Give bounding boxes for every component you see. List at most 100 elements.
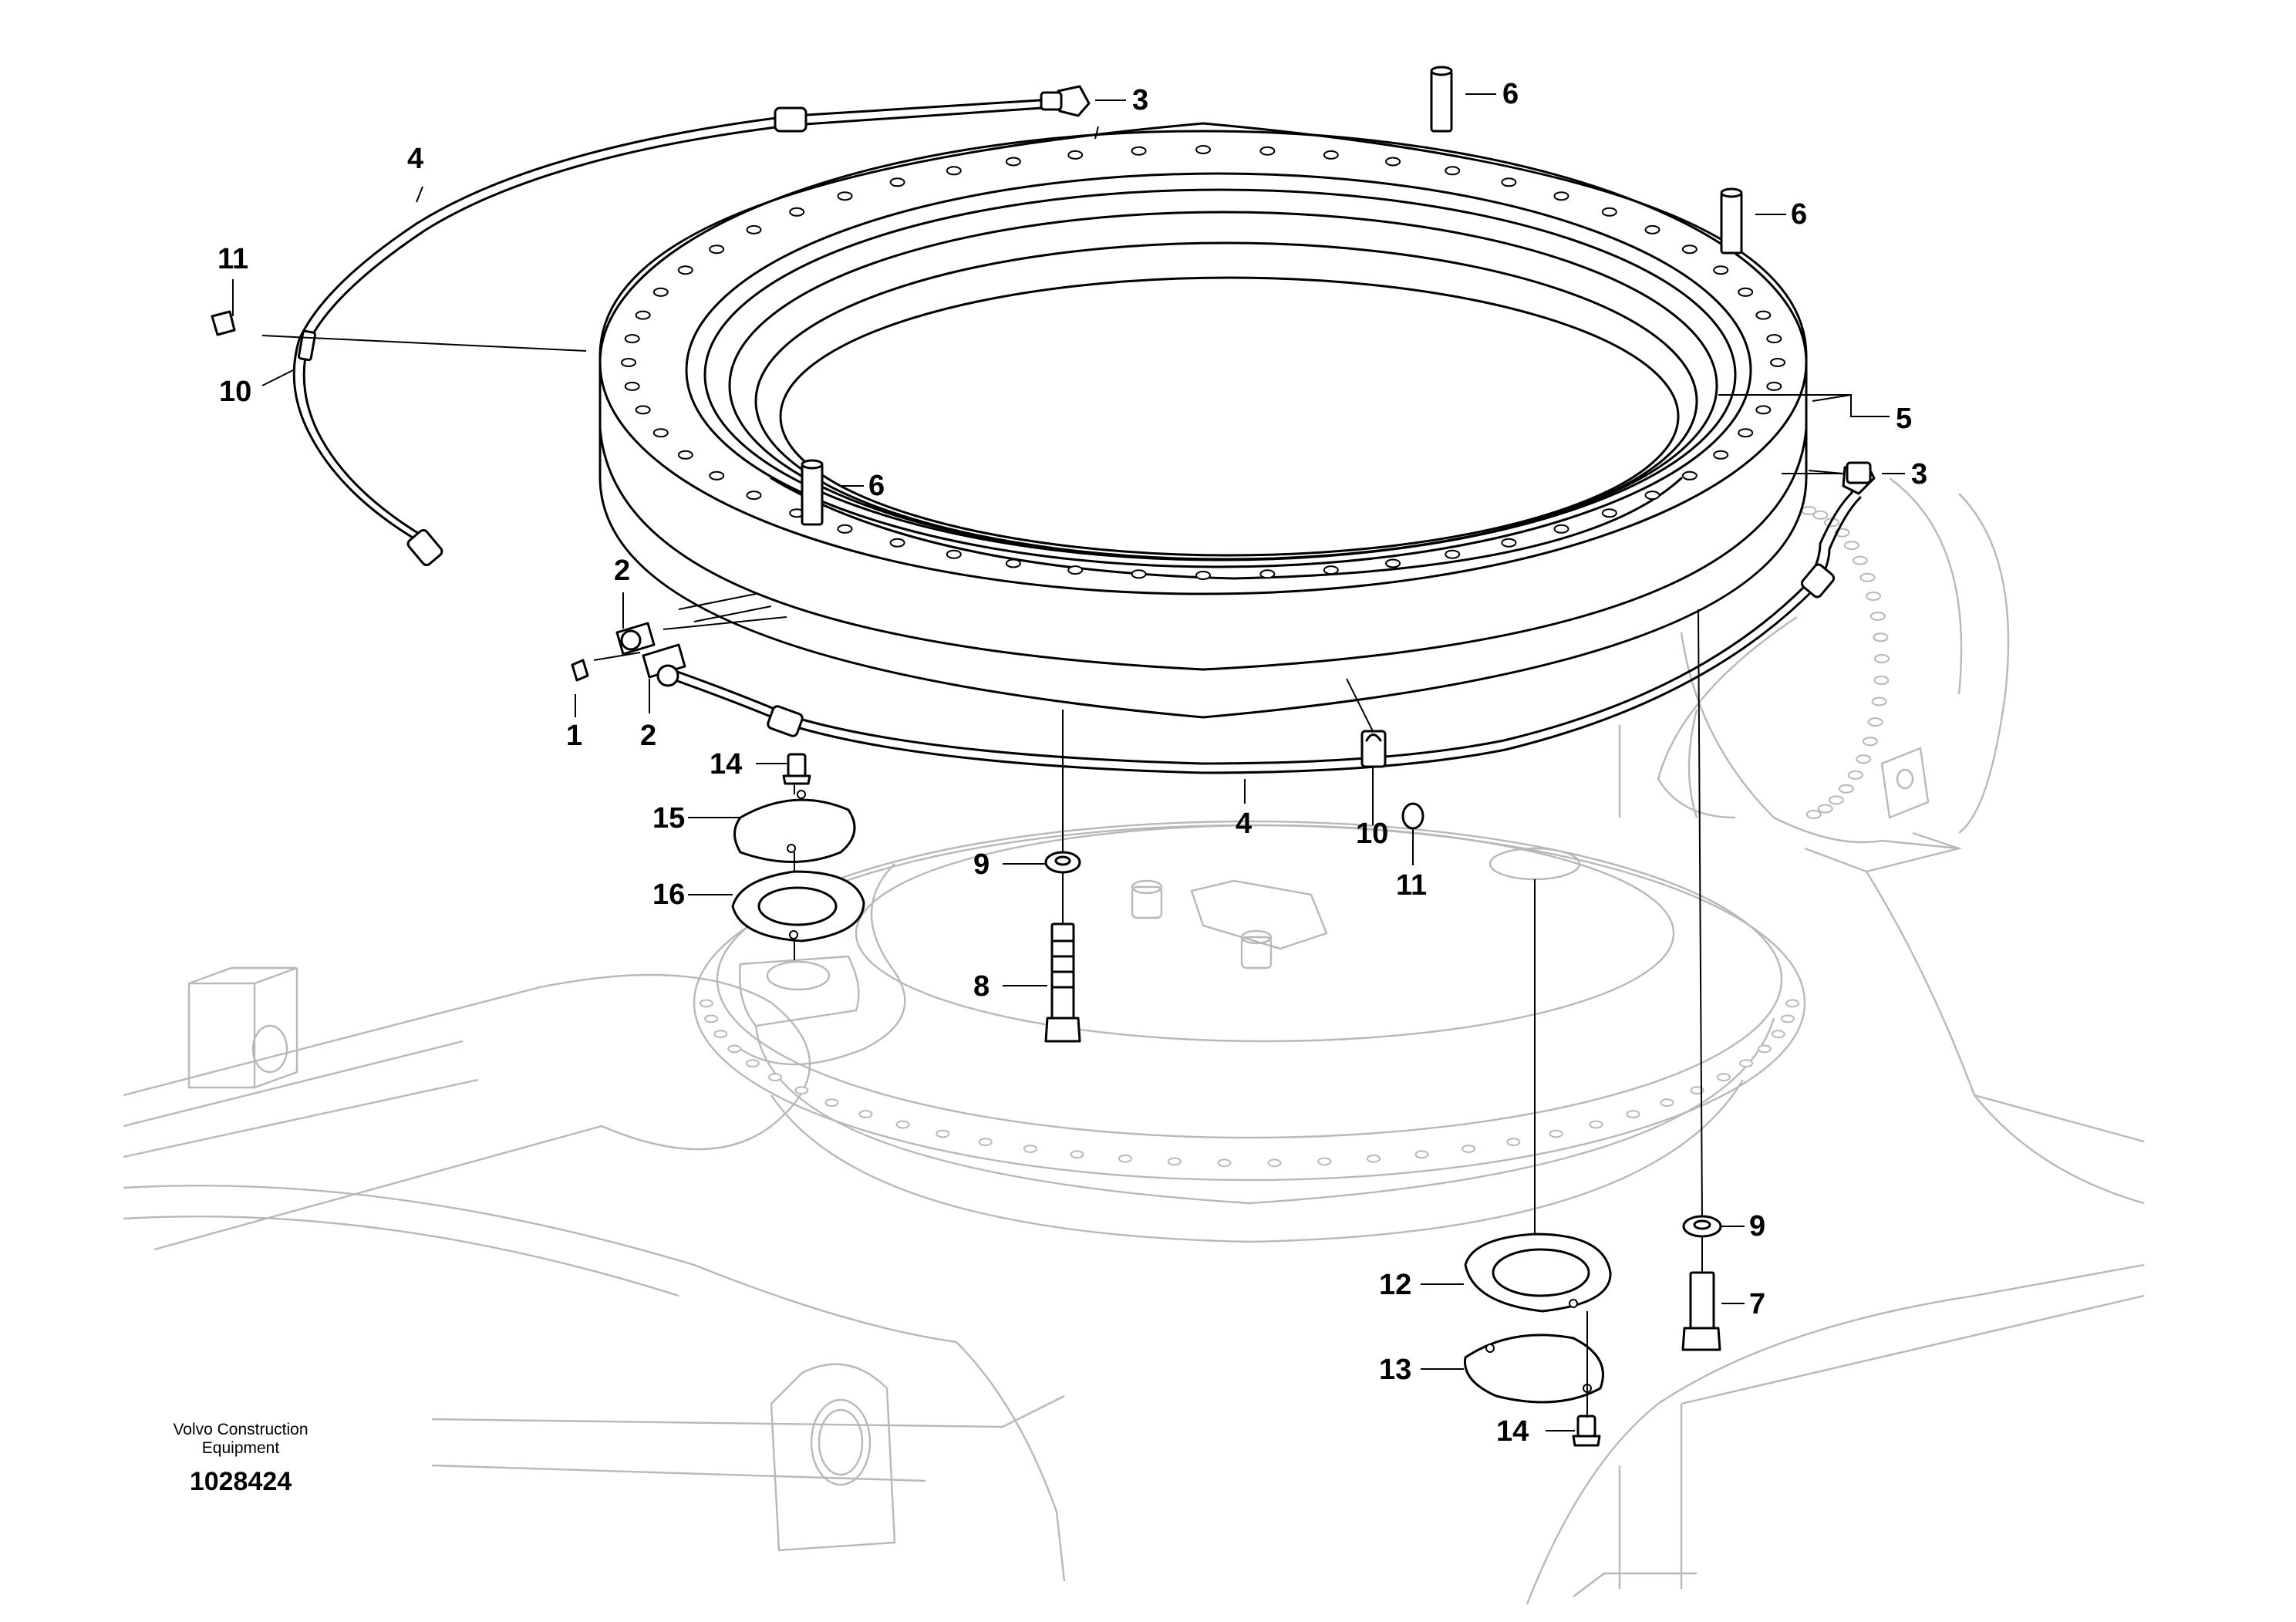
ring-bolt-hole — [1005, 157, 1021, 167]
ring-bolt-hole — [1067, 565, 1084, 575]
lower-ring-bolt-hole — [1317, 1157, 1332, 1166]
turret-bolt-hole — [1873, 632, 1889, 642]
turret-bolt-hole — [1870, 612, 1886, 621]
lower-ring-bolt-hole — [1267, 1158, 1282, 1168]
leader-lines — [232, 93, 1905, 1431]
ring-bolt-hole — [1259, 146, 1276, 156]
turret-bolt-hole — [1862, 737, 1878, 747]
lower-ring-bolt-holes — [699, 999, 1800, 1168]
ring-bolt-hole — [1713, 450, 1729, 460]
turret-bolt-hole — [1874, 654, 1890, 663]
ring-bolt-hole — [1385, 558, 1401, 568]
ring-bolt-hole — [1131, 146, 1147, 156]
slewing-ring — [598, 122, 1808, 719]
callout-9-left: 9 — [973, 848, 990, 881]
ring-bolt-hole — [1766, 334, 1782, 344]
ring-bolt-hole — [1601, 207, 1617, 217]
lower-ring-bolt-hole — [1780, 1014, 1795, 1023]
ring-bolt-hole — [709, 244, 725, 255]
dowel-pin-top — [1430, 66, 1453, 133]
callout-15: 15 — [652, 802, 685, 835]
lower-ring-bolt-hole — [1217, 1158, 1232, 1168]
lower-ring-bolt-hole — [936, 1129, 950, 1138]
lower-ring-bolt-hole — [1118, 1154, 1132, 1163]
caption-company-line2: Equipment — [202, 1439, 280, 1457]
callout-6-right: 6 — [1791, 198, 1807, 231]
drawing-caption: Volvo Construction Equipment 1028424 — [173, 1421, 308, 1496]
lower-ring-bolt-hole — [1717, 1073, 1731, 1081]
ring-bolt-hole — [624, 334, 640, 344]
turret-bolt-hole — [1847, 770, 1863, 780]
lower-ring-bolt-hole — [699, 999, 713, 1008]
ring-bolt-hole — [1385, 157, 1401, 167]
lower-ring-bolt-hole — [895, 1120, 910, 1129]
ring-bolt-hole — [1553, 191, 1569, 201]
ring-bolt-hole — [1681, 244, 1698, 255]
turret-bolt-hole — [1812, 510, 1829, 520]
ring-bolt-hole — [1738, 428, 1754, 438]
mounting-boss — [739, 955, 860, 1027]
callout-2-bottom: 2 — [640, 720, 656, 752]
callout-4-top: 4 — [407, 143, 423, 175]
ring-bolt-hole — [635, 310, 651, 320]
ring-bolt-hole — [652, 287, 669, 297]
ring-bolt-hole — [1755, 310, 1772, 320]
callout-9-right: 9 — [1749, 1210, 1765, 1243]
caption-drawing-number: 1028424 — [190, 1467, 292, 1496]
ring-bolt-hole — [1553, 524, 1569, 534]
cover-plate-15 — [733, 790, 856, 863]
lower-ring-bolt-hole — [794, 1086, 809, 1094]
lower-ring-bolt-hole — [824, 1098, 839, 1107]
ring-bolt-hole — [677, 265, 693, 275]
ring-bolt-hole — [1501, 177, 1517, 187]
callout-5: 5 — [1896, 403, 1912, 435]
ring-bolt-hole — [1681, 470, 1698, 481]
callout-labels: 3 6 4 6 11 10 5 3 6 2 1 2 14 15 4 10 11 … — [217, 78, 1927, 1448]
callout-1: 1 — [566, 720, 582, 752]
callout-10-bottom: 10 — [1356, 818, 1388, 850]
callout-2-top: 2 — [614, 555, 630, 587]
ring-bolt-hole — [946, 549, 962, 559]
lower-ring-bolt-hole — [1589, 1120, 1603, 1129]
turret-bolt-hole — [1856, 754, 1872, 764]
turret-bolt-hole — [1843, 541, 1859, 551]
turret-bolt-hole — [1867, 717, 1883, 727]
ring-bolt-hole — [652, 428, 669, 438]
ring-bolt-hole — [1005, 558, 1021, 568]
lower-ring-bolt-hole — [1506, 1138, 1521, 1146]
caption-company-line1: Volvo Construction — [173, 1421, 308, 1438]
ring-bolt-hole — [677, 450, 693, 460]
lower-ring-bolt-hole — [704, 1014, 719, 1023]
callout-14-bottom: 14 — [1496, 1415, 1529, 1448]
callout-6-top: 6 — [1502, 78, 1519, 110]
dowel-pin-right — [1720, 187, 1743, 255]
turret-bolt-hole — [1873, 676, 1890, 685]
ring-bolt-hole — [1067, 150, 1084, 160]
lower-ring-bolt-hole — [1626, 1110, 1640, 1118]
callout-4-bottom: 4 — [1236, 808, 1252, 840]
lower-ring-bolt-hole — [1739, 1059, 1754, 1067]
ring-bolt-hole — [837, 191, 853, 201]
ring-bolt-hole — [635, 405, 651, 415]
callout-11-left: 11 — [217, 243, 248, 275]
callout-10-left: 10 — [219, 376, 251, 408]
ring-bolt-hole — [1601, 508, 1617, 518]
lower-ring-bolt-hole — [1549, 1129, 1563, 1138]
lubrication-pipes — [292, 85, 1876, 774]
callout-11-bottom: 11 — [1396, 869, 1427, 902]
ring-bolt-hole — [1323, 150, 1339, 160]
turret-bolt-hole — [1817, 804, 1833, 814]
ring-bolt-hole — [889, 538, 905, 548]
callout-16: 16 — [652, 878, 685, 911]
ring-bolt-hole — [889, 177, 905, 187]
lower-ring-bolt-hole — [1771, 1030, 1785, 1038]
callout-3-right: 3 — [1911, 458, 1927, 491]
ring-bolt-hole — [746, 491, 762, 501]
pipe-clamp-bottom — [1360, 730, 1424, 830]
dowel-pin-left — [801, 459, 824, 526]
slewing-ring-bolt-holes — [621, 145, 1785, 580]
callout-12: 12 — [1379, 1269, 1411, 1301]
ring-bolt-hole — [789, 207, 805, 217]
ring-bolt-hole — [1259, 569, 1276, 579]
lower-ring-bolt-hole — [1414, 1150, 1429, 1159]
